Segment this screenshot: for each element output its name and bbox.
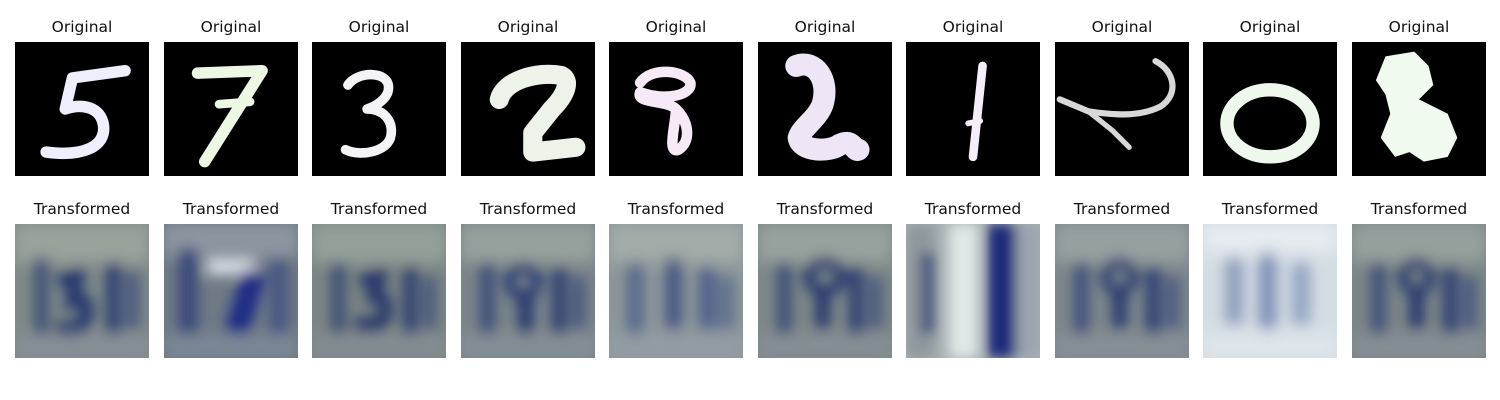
panel-title: Transformed [33,200,131,218]
digit-image-8 [609,42,743,176]
original-panel-3: Original [312,18,446,176]
original-panel-2: Original [164,18,298,176]
original-panel-9: Original [1203,18,1337,176]
original-panel-4: Original [461,18,595,176]
digit-image-1 [906,42,1040,176]
transformed-image [758,224,892,358]
panel-title: Original [645,18,707,36]
original-panel-5: Original [609,18,743,176]
transformed-panel-6: Transformed [758,200,892,358]
digit-image-0 [1203,42,1337,176]
panel-title: Original [1388,18,1450,36]
transformed-panel-3: Transformed [312,200,446,358]
original-panel-6: Original [758,18,892,176]
panel-title: Transformed [776,200,874,218]
panel-title: Transformed [627,200,725,218]
original-panel-1: Original [15,18,149,176]
transformed-panel-7: Transformed [906,200,1040,358]
panel-title: Transformed [479,200,577,218]
original-panel-10: Original [1352,18,1486,176]
panel-title: Transformed [1221,200,1319,218]
transformed-image [312,224,446,358]
panel-title: Transformed [182,200,280,218]
panel-title: Transformed [1370,200,1468,218]
transformed-panel-10: Transformed [1352,200,1486,358]
panel-title: Original [1091,18,1153,36]
original-panel-7: Original [906,18,1040,176]
panel-title: Transformed [1073,200,1171,218]
panel-title: Original [942,18,1004,36]
transformed-image [164,224,298,358]
transformed-image [609,224,743,358]
panel-title: Original [51,18,113,36]
transformed-image [1203,224,1337,358]
transformed-image [906,224,1040,358]
transformed-panel-2: Transformed [164,200,298,358]
transformed-image [15,224,149,358]
transformed-image [461,224,595,358]
panel-title: Transformed [330,200,428,218]
transformed-panel-4: Transformed [461,200,595,358]
digit-image-5 [15,42,149,176]
panel-title: Original [200,18,262,36]
digit-image-8-blob [1352,42,1486,176]
digit-image-3 [312,42,446,176]
digit-image-2-bold [758,42,892,176]
transformed-panel-5: Transformed [609,200,743,358]
panel-title: Original [497,18,559,36]
digit-image-2-thin [1055,42,1189,176]
transformed-image [1055,224,1189,358]
transformed-image [1352,224,1486,358]
digit-image-2 [461,42,595,176]
panel-title: Transformed [924,200,1022,218]
original-panel-8: Original [1055,18,1189,176]
transformed-panel-1: Transformed [15,200,149,358]
digit-image-7 [164,42,298,176]
transformed-panel-8: Transformed [1055,200,1189,358]
panel-title: Original [348,18,410,36]
panel-title: Original [794,18,856,36]
panel-title: Original [1239,18,1301,36]
transformed-panel-9: Transformed [1203,200,1337,358]
